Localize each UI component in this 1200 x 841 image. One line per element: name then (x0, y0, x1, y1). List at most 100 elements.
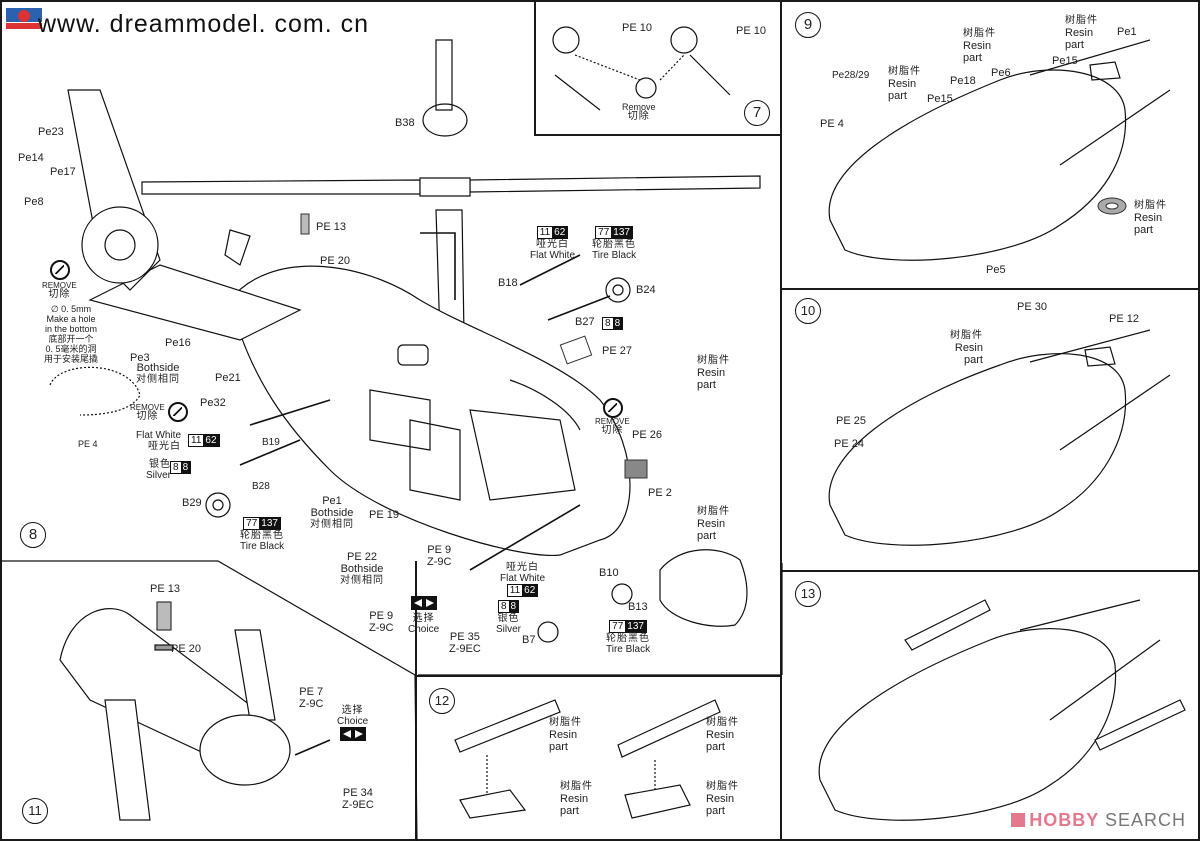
b38-label: B38 (395, 117, 415, 129)
pe12-label: PE 12 (1109, 313, 1139, 325)
resin-cn: 树脂件 (549, 717, 582, 728)
code-a: 77 (610, 621, 626, 632)
resin-label-9c: 树脂件 Resin part (888, 66, 921, 102)
pe7-label: PE 7 (299, 686, 324, 698)
flat-white-cn: 哑光白 (536, 239, 569, 250)
fuselage-9 (828, 69, 1127, 261)
pe15-label-9a: Pe15 (1052, 55, 1078, 67)
resin-cn: 树脂件 (963, 28, 996, 39)
pe4-label: PE 4 (78, 439, 98, 449)
choice-icon (410, 596, 437, 610)
pe8-label: Pe8 (24, 196, 44, 208)
bothside-en: Bothside (310, 507, 354, 519)
resin-cn: 树脂件 (1065, 15, 1098, 26)
step-10-number: 10 (795, 298, 821, 324)
code-b: 8 (180, 462, 191, 473)
pe19-label: PE 19 (369, 509, 399, 521)
pod (454, 699, 561, 753)
hole-instruction: ∅ 0. 5mm Make a hole in the bottom 底部开一个… (44, 304, 98, 364)
tire-black-en: Tire Black (592, 250, 637, 261)
silver-cn: 银色 (497, 613, 520, 624)
pe34-label: PE 34 (342, 787, 373, 799)
fenestron-11 (199, 714, 291, 786)
pe35-label: PE 35 (449, 631, 480, 643)
remove-label-side: REMOVE 切除 (130, 403, 165, 422)
pe10-left-label: PE 10 (622, 22, 652, 34)
code-a: 11 (537, 227, 553, 238)
fuselage-13 (818, 627, 1117, 821)
resin-en: Resin (888, 78, 917, 90)
remove-cn: 切除 (48, 289, 71, 300)
wheel-b7 (537, 621, 559, 643)
code-b: 62 (552, 227, 568, 238)
choice-en: Choice (408, 624, 440, 635)
code-b: 62 (522, 585, 538, 596)
code-b: 8 (508, 601, 519, 612)
z9c-label: Z-9C (369, 622, 394, 634)
b10-label: B10 (599, 567, 619, 579)
site-url: www. dreammodel. com. cn (38, 10, 370, 38)
choice-cn: 选择 (341, 705, 364, 716)
resin-en: Resin (963, 40, 992, 52)
rotor-blade (141, 179, 421, 195)
pe20-label-11: PE 20 (171, 643, 201, 655)
resin-cn: 树脂件 (950, 330, 983, 341)
pe1-label: Pe1 (322, 495, 342, 507)
pe17-label: Pe17 (50, 166, 76, 178)
pe23-label: Pe23 (38, 126, 64, 138)
resin-label-8a: 树脂件 Resin part (697, 355, 730, 391)
step-9-number: 9 (795, 12, 821, 38)
z9ec-label: Z-9EC (449, 643, 481, 655)
resin-en: Resin (1065, 27, 1094, 39)
hole-size: ∅ 0. 5mm (50, 304, 92, 314)
step-13-number: 13 (795, 581, 821, 607)
remove-icon (603, 398, 623, 418)
b28-label: B28 (252, 481, 270, 492)
b24-label: B24 (636, 284, 656, 296)
b7-label: B7 (522, 634, 536, 646)
wheel-b13 (611, 583, 633, 605)
pe27-mesh (559, 335, 593, 365)
pe13-part (300, 213, 310, 235)
remove-icon-7 (635, 77, 657, 99)
bothside-en: Bothside (340, 563, 384, 575)
resin-label-12d: 树脂件 Resin part (706, 781, 739, 817)
pe27-label: PE 27 (602, 345, 632, 357)
hole-cn-3: 用于安装尾撬 (44, 354, 99, 364)
part-en: part (1134, 224, 1153, 236)
fenestron (81, 206, 159, 284)
part-en: part (888, 90, 907, 102)
step-8-panel (0, 0, 782, 563)
code-b: 137 (259, 518, 280, 529)
code-a: 77 (244, 518, 260, 529)
remove-icon (168, 402, 188, 422)
pe4-label-9: PE 4 (820, 118, 844, 130)
resin-en: Resin (549, 729, 578, 741)
step-11-panel (0, 561, 417, 841)
b13-label: B13 (628, 601, 648, 613)
watermark-suffix: SEARCH (1104, 810, 1186, 830)
pe18-label: Pe18 (950, 75, 976, 87)
pod (904, 599, 991, 651)
z9c-label: Z-9C (299, 698, 324, 710)
flat-white-cn: 哑光白 (506, 562, 539, 573)
resin-label-9a: 树脂件 Resin part (963, 28, 996, 64)
b29-label: B29 (182, 497, 202, 509)
pe9-label: PE 9 (427, 544, 452, 556)
pe2829-label: Pe28/29 (832, 70, 870, 81)
step-12-number: 12 (429, 688, 455, 714)
pe22-label-block: PE 22 Bothside 对侧相同 (340, 551, 384, 587)
hobby-search-watermark: HOBBY SEARCH (1011, 810, 1186, 831)
part-en: part (697, 530, 716, 542)
choice-icon (339, 727, 366, 741)
remove-label-7: Remove 切除 (622, 103, 656, 122)
watermark-prefix: HOBBY (1029, 810, 1099, 830)
